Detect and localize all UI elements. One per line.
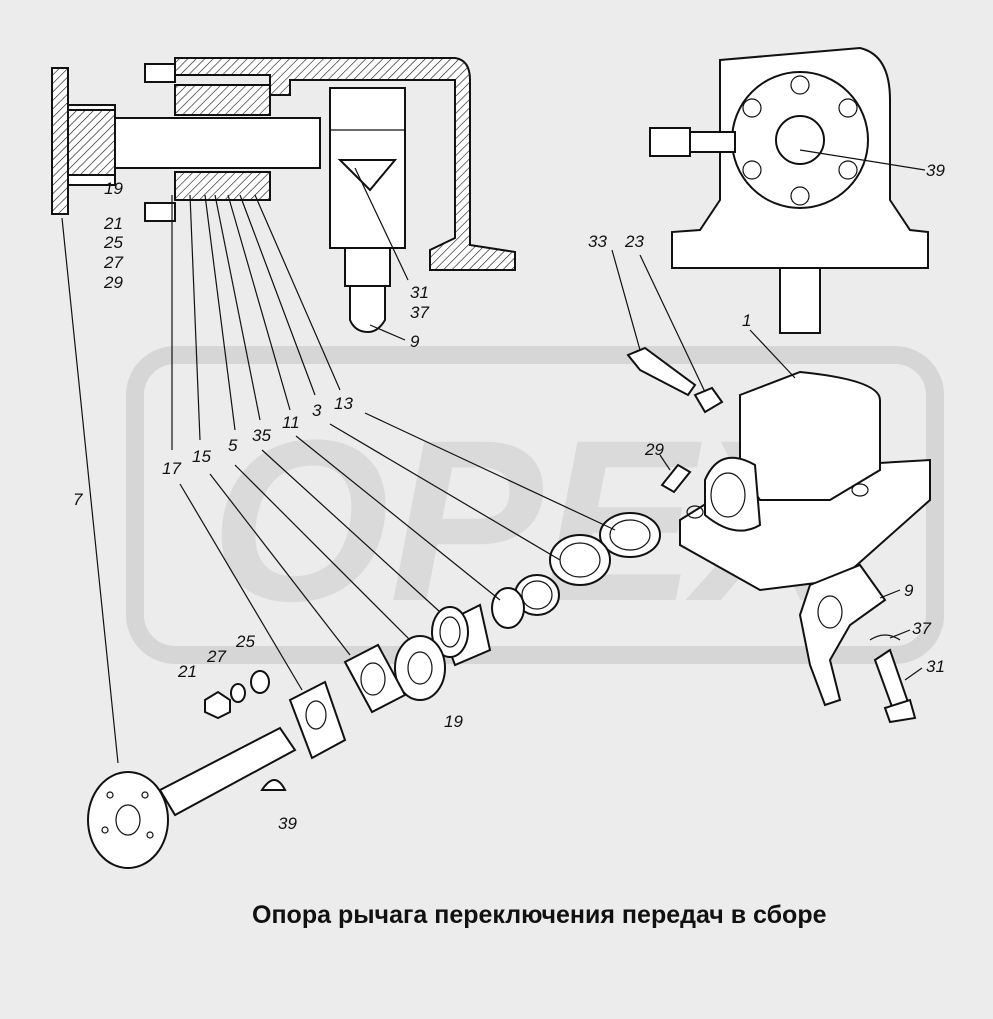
end-view <box>649 46 929 334</box>
small-hardware <box>204 670 287 791</box>
label-7: 7 <box>73 490 83 509</box>
label-37-exp: 37 <box>912 619 931 638</box>
label-29: 29 <box>103 273 123 292</box>
label-17: 17 <box>162 459 181 478</box>
label-21-exp: 21 <box>177 662 197 681</box>
label-1: 1 <box>742 311 751 330</box>
label-11: 11 <box>282 413 300 432</box>
label-5: 5 <box>228 436 238 455</box>
label-39: 39 <box>926 161 945 180</box>
lever-end-9 <box>798 563 917 724</box>
sectional-view <box>51 57 516 334</box>
diagram-caption: Опора рычага переключения передач в сбор… <box>252 901 827 929</box>
callout-labels: 7 19 21 25 27 29 31 37 9 39 33 23 1 13 3… <box>73 161 945 833</box>
leader-lines <box>61 149 926 764</box>
label-31-exp: 31 <box>926 657 945 676</box>
label-25-exp: 25 <box>235 632 255 651</box>
label-27: 27 <box>103 253 123 272</box>
label-27-exp: 27 <box>206 647 226 666</box>
housing-part-1 <box>679 370 931 592</box>
seal-stack <box>288 512 661 760</box>
label-19-exp: 19 <box>444 712 463 731</box>
label-21: 21 <box>103 214 123 233</box>
shaft-part-7 <box>87 726 297 869</box>
bolts-and-nuts <box>626 346 724 494</box>
label-9-exp: 9 <box>904 581 914 600</box>
label-25: 25 <box>103 233 123 252</box>
label-29-mid: 29 <box>644 440 664 459</box>
label-23: 23 <box>624 232 644 251</box>
label-9: 9 <box>410 332 420 351</box>
label-3: 3 <box>312 401 322 420</box>
label-15: 15 <box>192 447 211 466</box>
label-39-exp: 39 <box>278 814 297 833</box>
label-19: 19 <box>104 179 123 198</box>
label-33: 33 <box>588 232 607 251</box>
label-31: 31 <box>410 283 429 302</box>
label-35: 35 <box>252 426 271 445</box>
label-37: 37 <box>410 303 429 322</box>
label-13: 13 <box>334 394 353 413</box>
